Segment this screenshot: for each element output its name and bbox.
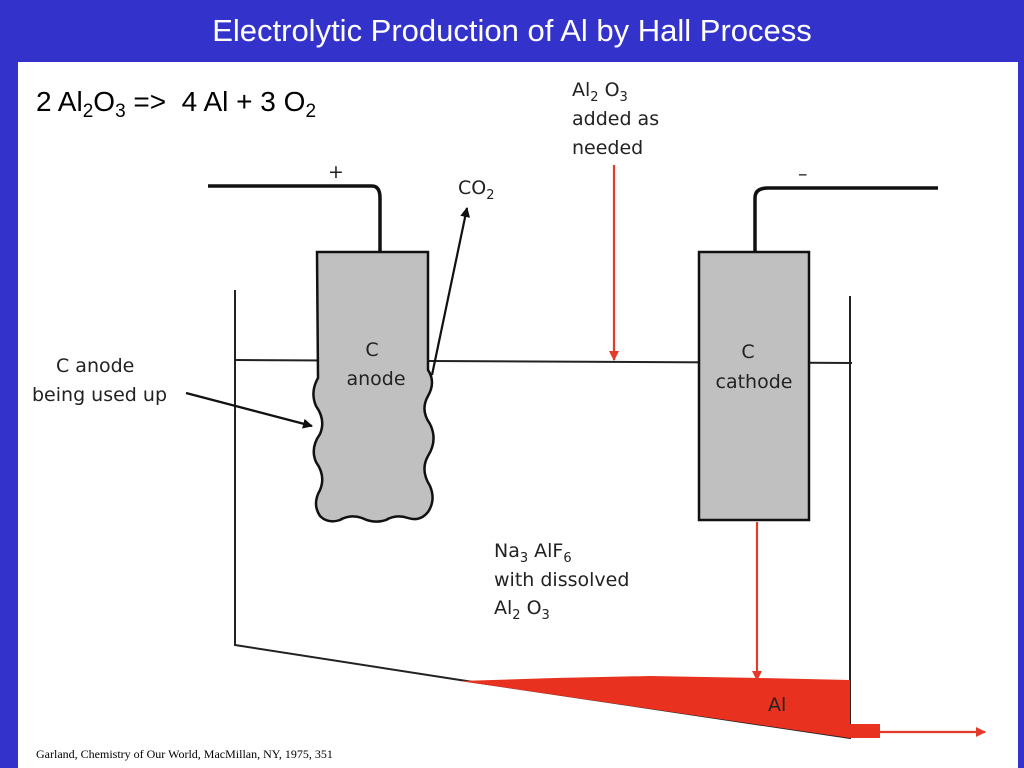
electrolyte-alf-sub: 6 (563, 551, 571, 566)
equation-reactant: 2 Al (36, 86, 83, 117)
anode-wire (208, 184, 382, 252)
alumina-al: Al (572, 79, 590, 101)
reaction-equation: 2 Al2O3 => 4 Al + 3 O2 (36, 86, 316, 121)
right-frame-bar (1018, 0, 1024, 768)
cathode-label-c: C (741, 341, 754, 363)
anode-electrode (312, 250, 435, 523)
electrolyte-alf: AlF (534, 540, 563, 562)
electrolysis-tank (234, 290, 851, 740)
source-citation: Garland, Chemistry of Our World, MacMill… (36, 747, 333, 761)
molten-aluminum-pool (460, 676, 880, 738)
cathode-electrode (697, 250, 811, 522)
equation-products: => 4 Al + 3 O (133, 86, 306, 117)
title-bar: Electrolytic Production of Al by Hall Pr… (0, 0, 1024, 62)
electrolyte-na-sub: 3 (520, 551, 528, 566)
alumina-label-line3: needed (572, 137, 643, 159)
equation-sub-o2: 2 (305, 101, 317, 122)
equation-oxygen: O (93, 86, 116, 117)
anode-label-c: C (365, 339, 378, 361)
alumina-o: O (605, 79, 620, 101)
co2-label-main: CO (458, 177, 486, 199)
cathode-label-text: cathode (716, 371, 793, 393)
co2-label-sub: 2 (486, 188, 494, 203)
co2-label: CO2 (458, 177, 495, 203)
equation-sub-o: 3 (115, 101, 126, 122)
alumina-label-line2: added as (572, 108, 659, 130)
electrolyte-o: O (527, 597, 542, 619)
electrolyte-na: Na (494, 540, 520, 562)
electrolyte-al: Al (494, 597, 512, 619)
co2-arrow (430, 207, 471, 376)
alumina-o-sub: 3 (620, 90, 628, 105)
electrolyte-label-line2: with dissolved (494, 569, 629, 591)
left-frame-bar (0, 0, 18, 768)
minus-sign: – (798, 163, 808, 185)
plus-sign: + (328, 161, 344, 183)
electrolyte-al-sub: 2 (512, 608, 520, 623)
molten-aluminum-label: Al (768, 694, 786, 716)
electrolyte-o-sub: 3 (542, 608, 550, 623)
slide-title: Electrolytic Production of Al by Hall Pr… (212, 13, 812, 48)
electrolyte-label-line1: Na3 AlF6 (494, 540, 572, 566)
equation-sub-al: 2 (82, 101, 94, 122)
anode-label-text: anode (346, 368, 405, 390)
anode-callout-line1: C anode (56, 355, 134, 377)
anode-pointer-arrow (185, 391, 313, 429)
alumina-al-sub: 2 (590, 90, 598, 105)
cathode-wire (753, 186, 938, 252)
anode-callout-line2: being used up (32, 384, 167, 406)
